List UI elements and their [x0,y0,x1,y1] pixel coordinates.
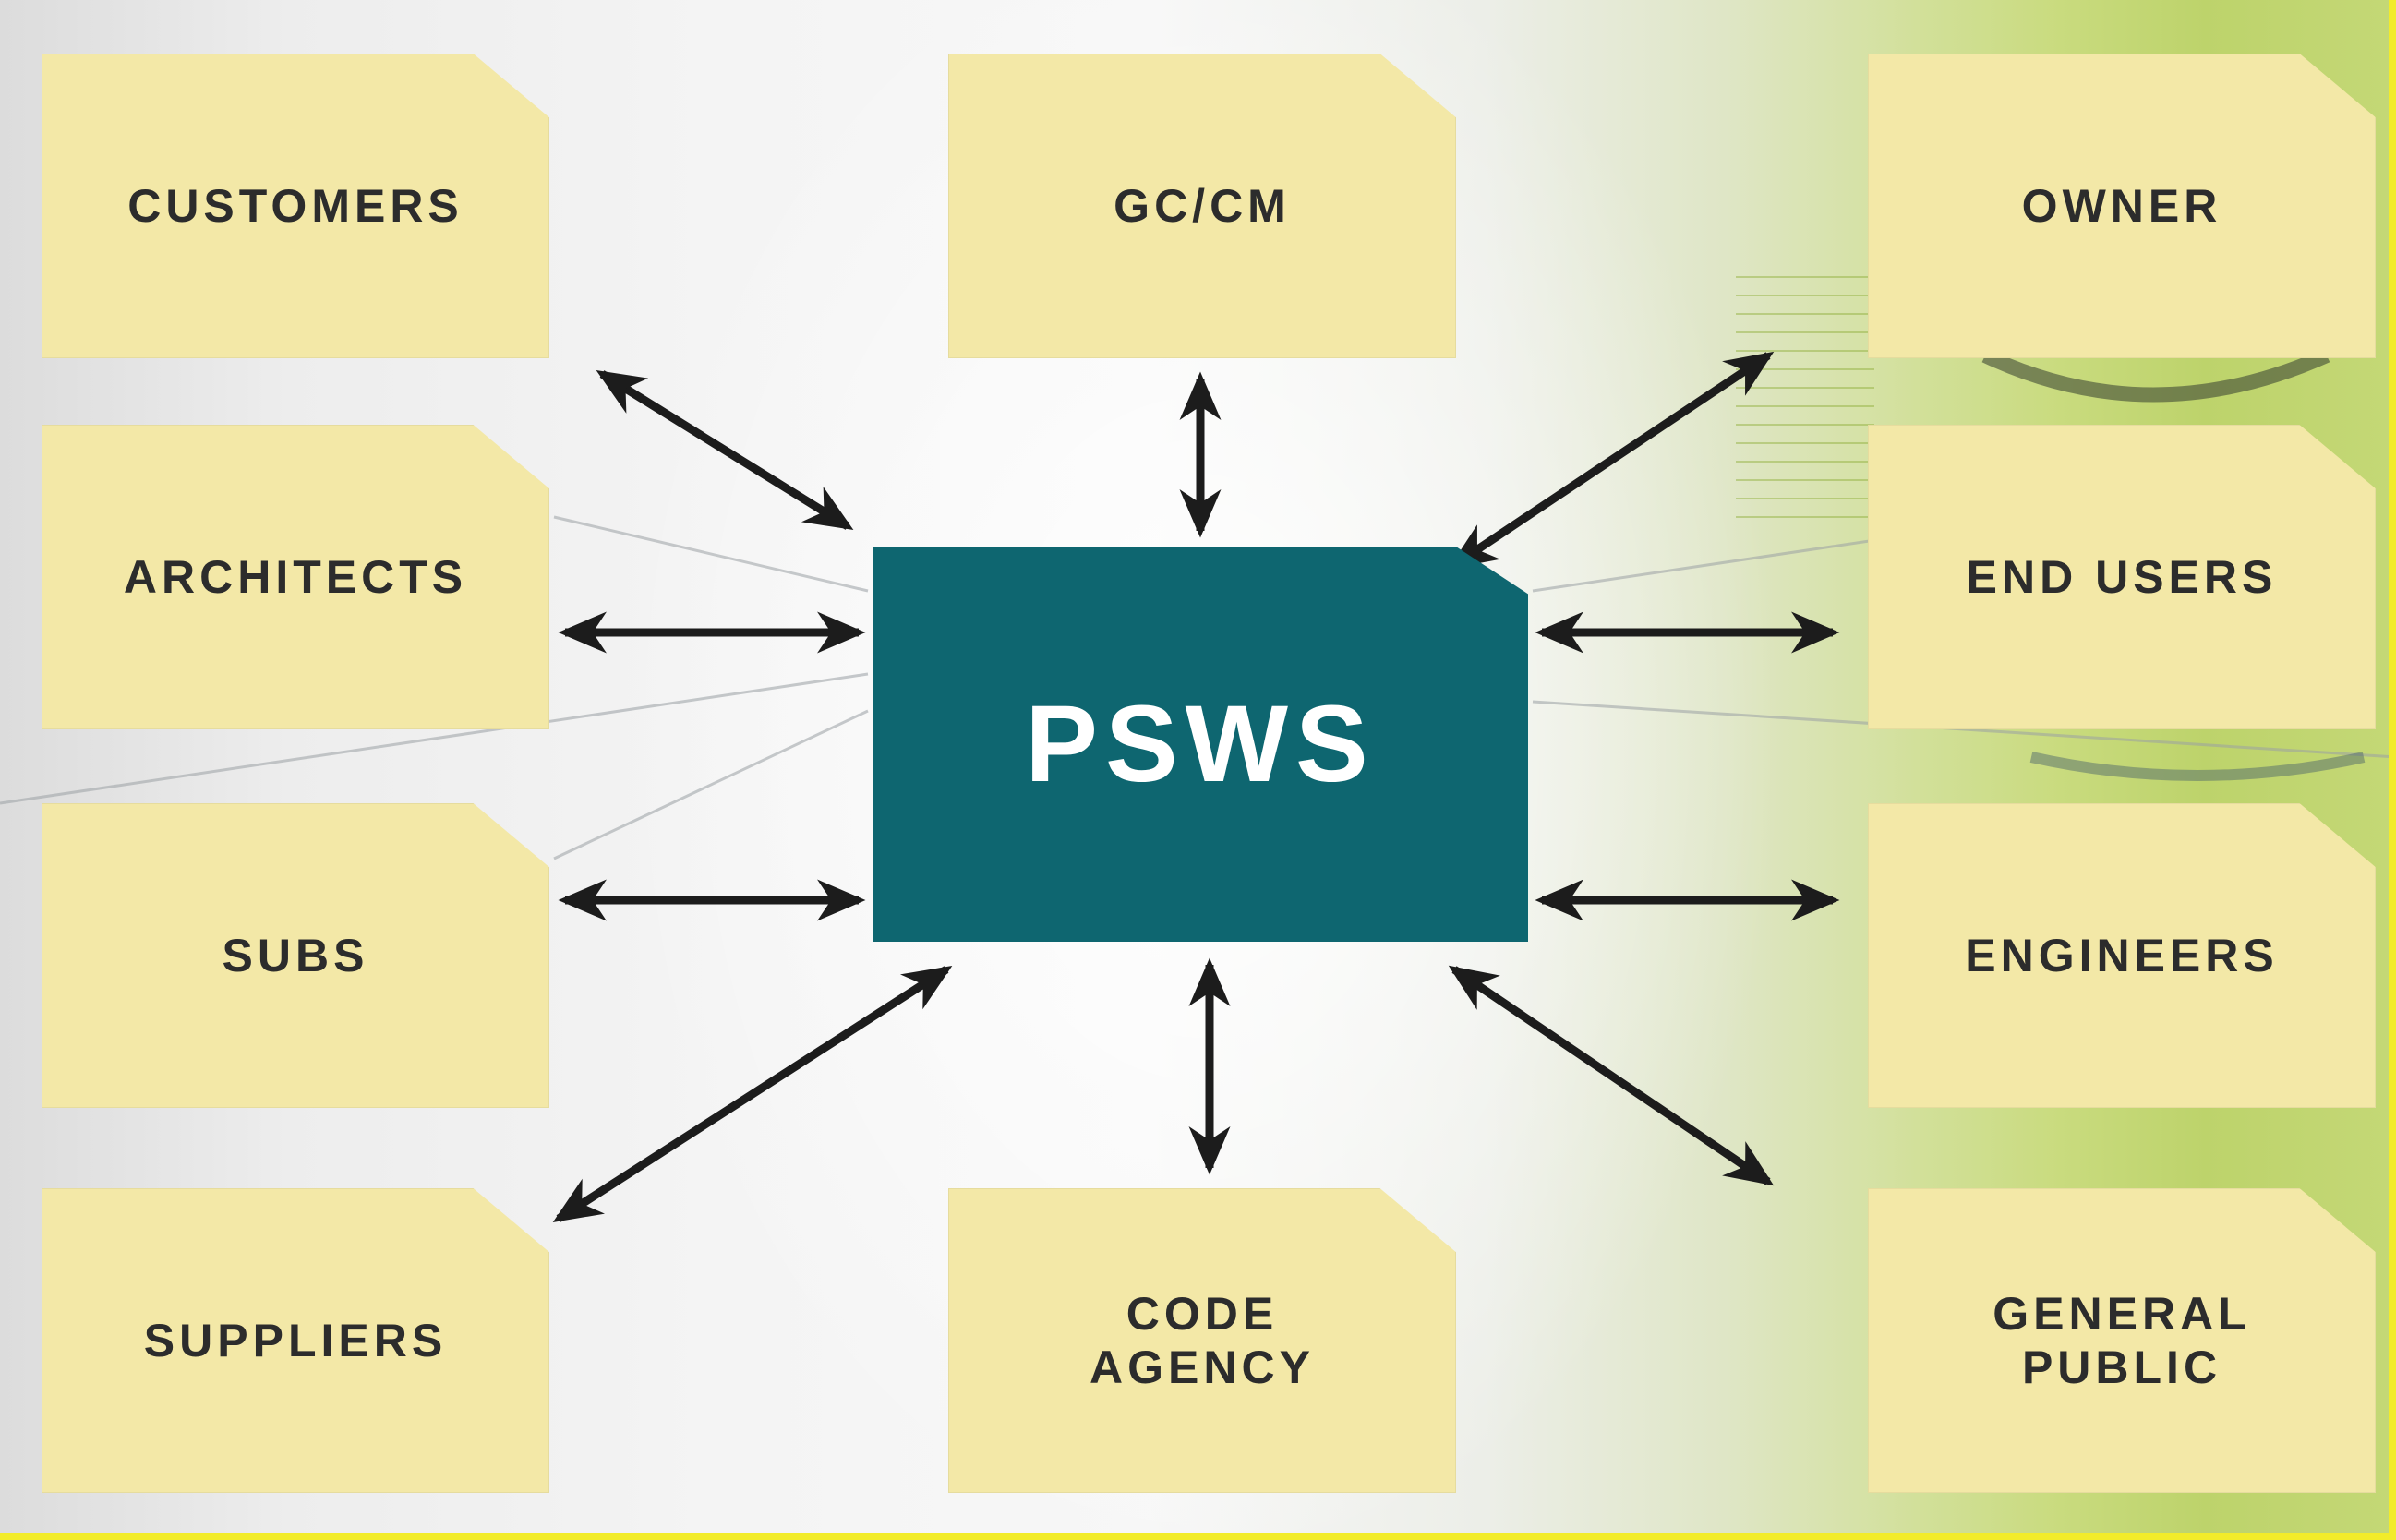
node-engineers-label: ENGINEERS [1965,930,2279,981]
node-customers-label: CUSTOMERS [127,180,464,232]
frame-border-right [2389,0,2396,1540]
node-code-agency: CODE AGENCY [948,1188,1456,1493]
node-end-users: END USERS [1868,425,2376,729]
arrow-customers [596,370,854,530]
node-code-agency-label: CODE AGENCY [1090,1288,1315,1393]
node-end-users-label: END USERS [1966,551,2278,603]
hub-psws: PSWS [873,547,1528,942]
node-gc-cm: GC/CM [948,54,1456,358]
node-suppliers-label: SUPPLIERS [143,1315,448,1366]
node-owner: OWNER [1868,54,2376,358]
arrow-suppliers [552,965,953,1223]
node-general-public-label: GENERAL PUBLIC [1993,1288,2251,1393]
node-gc-cm-label: GC/CM [1114,180,1291,232]
node-subs-label: SUBS [222,930,369,981]
node-suppliers: SUPPLIERS [42,1188,549,1493]
arrow-owner [1448,351,1775,570]
node-architects-label: ARCHITECTS [123,551,468,603]
arrow-general-public [1448,965,1775,1186]
node-subs: SUBS [42,803,549,1108]
hub-label: PSWS [1025,683,1376,805]
node-general-public: GENERAL PUBLIC [1868,1188,2376,1493]
node-owner-label: OWNER [2021,180,2222,232]
node-architects: ARCHITECTS [42,425,549,729]
frame-border-bottom [0,1533,2396,1540]
node-engineers: ENGINEERS [1868,803,2376,1108]
node-customers: CUSTOMERS [42,54,549,358]
